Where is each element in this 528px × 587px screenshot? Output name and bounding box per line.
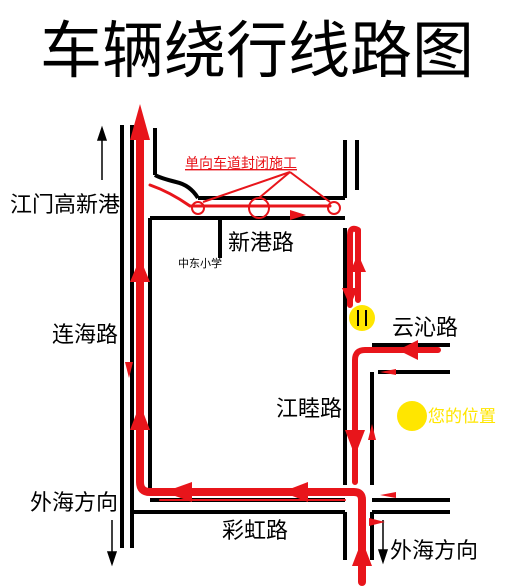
closure-notice: 单向车道封闭施工	[185, 155, 297, 172]
closure-marker-icon	[191, 201, 205, 215]
caihong-road-label: 彩虹路	[222, 519, 288, 544]
waihai-direction-bottom-label: 外海方向	[390, 539, 478, 564]
route-arrowheads	[125, 104, 418, 566]
jiangmu-road-label: 江睦路	[276, 397, 342, 422]
closure-markers	[191, 171, 341, 219]
direction-guides	[96, 125, 389, 567]
detour-route	[136, 116, 441, 586]
closure-marker-icon	[248, 197, 270, 219]
warning-marker	[349, 305, 375, 331]
lianhai-road-label: 连海路	[52, 323, 118, 348]
yunqin-road-label: 云沁路	[392, 316, 458, 341]
your-position-icon	[397, 401, 427, 431]
your-position-label: 您的位置	[428, 407, 496, 427]
zhongdong-school-label: 中东小学	[178, 256, 222, 270]
jiangmen-port-label: 江门高新港	[10, 193, 120, 218]
waihai-direction-left-label: 外海方向	[30, 491, 118, 516]
map-title: 车辆绕行线路图	[40, 14, 474, 87]
closure-marker-icon	[327, 201, 341, 215]
yellow-circle-icon	[349, 305, 375, 331]
xingang-road-label: 新港路	[228, 231, 294, 256]
